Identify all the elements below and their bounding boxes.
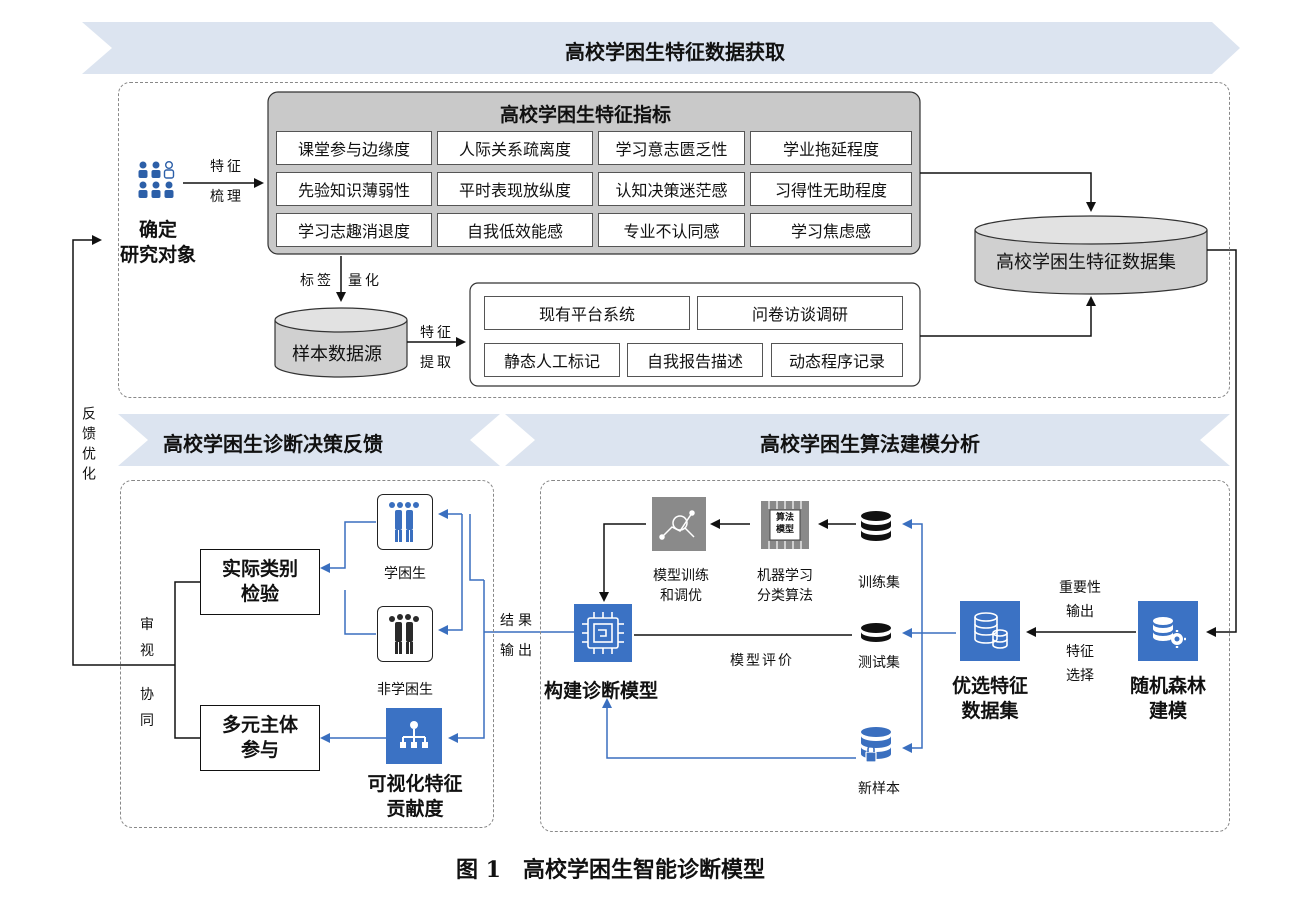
indicator-cell: 学习焦虑感 [750,213,912,247]
feedback-region [120,480,494,828]
model-train-label: 模型训练和调优 [653,568,709,604]
struggling-label: 学困生 [384,566,426,582]
banner-modeling-title: 高校学困生算法建模分析 [760,432,980,456]
indicator-cell: 学习志趣消退度 [276,213,432,247]
feedback-optimize-label: 反馈优化 [80,406,96,486]
result-output-label: 结果输出 [500,613,536,659]
test-set-label: 测试集 [858,655,900,671]
database-gear-icon [1138,601,1198,661]
train-db-icon [861,511,891,541]
banner-top-title: 高校学困生特征数据获取 [565,40,785,64]
feature-sort-label: 特征梳理 [210,159,244,205]
quantify-label: 量化 [348,273,382,289]
ml-algo-label: 机器学习分类算法 [757,568,813,604]
people-group-icon [138,161,175,198]
acquisition-region [118,82,1230,398]
banner-feedback-shape [118,414,500,466]
test-db-icon [861,623,891,642]
source-survey: 问卷访谈调研 [697,296,903,330]
review-char-1: 审 [140,617,154,633]
train-set-label: 训练集 [858,575,900,591]
indicator-cell: 学习意志匮乏性 [598,131,745,165]
sample-source-cylinder [274,307,408,378]
model-eval-label: 模型评价 [730,653,794,669]
hierarchy-icon [386,708,442,764]
non-struggling-label: 非学困生 [377,682,433,698]
source-selfreport: 自我报告描述 [627,343,763,377]
banner-top-shape [82,22,1240,74]
indicator-cell: 习得性无助程度 [750,172,912,206]
source-static: 静态人工标记 [484,343,620,377]
sample-source-label: 样本数据源 [292,344,382,365]
dataset-cylinder [974,215,1208,295]
banner-feedback-title: 高校学困生诊断决策反馈 [163,432,383,456]
build-model-label: 构建诊断模型 [544,680,659,702]
indicator-cell: 认知决策迷茫感 [598,172,745,206]
review-char-2: 视 [140,643,154,659]
indicator-panel-title: 高校学困生特征指标 [500,104,672,126]
banner-modeling-shape [505,414,1230,466]
random-forest-label: 随机森林建模 [1129,675,1206,722]
chart-network-icon [652,497,706,551]
figure-caption: 图 1 高校学困生智能诊断模型 [456,857,765,883]
database-icon [960,601,1020,661]
indicator-cell: 先验知识薄弱性 [276,172,432,206]
indicator-cell: 人际关系疏离度 [437,131,593,165]
indicator-cell: 平时表现放纵度 [437,172,593,206]
indicator-cell: 自我低效能感 [437,213,593,247]
source-dynamic: 动态程序记录 [771,343,903,377]
visual-contrib-label: 可视化特征贡献度 [367,773,463,820]
non-struggling-students-icon [377,606,433,662]
dataset-label: 高校学困生特征数据集 [996,252,1176,273]
review-char-3: 协 [140,687,154,703]
struggling-students-icon [377,494,433,550]
modeling-region [540,480,1230,832]
indicator-cell: 课堂参与边缘度 [276,131,432,165]
actual-check-box: 实际类别检验 [200,549,320,615]
new-sample-label: 新样本 [858,781,900,797]
chip-text-2: 模型 [775,525,794,535]
feature-extract-label: 特征提取 [420,325,454,371]
indicator-cell: 专业不认同感 [598,213,745,247]
indicator-cell: 学业拖延程度 [750,131,912,165]
multi-party-box: 多元主体参与 [200,705,320,771]
cpu-chip-icon: 算法 模型 [757,497,813,553]
research-object-label: 确定研究对象 [119,219,196,266]
selected-dataset-label: 优选特征数据集 [951,675,1028,722]
database-lock-icon [861,727,891,763]
importance-output-label: 重要性输出 [1059,580,1101,620]
review-char-4: 同 [140,713,154,729]
build-model-chip-icon [574,604,632,662]
feature-select-label: 特征选择 [1066,644,1094,684]
chip-text-1: 算法 [775,513,794,523]
tag-label: 标签 [300,273,334,289]
source-platform: 现有平台系统 [484,296,690,330]
